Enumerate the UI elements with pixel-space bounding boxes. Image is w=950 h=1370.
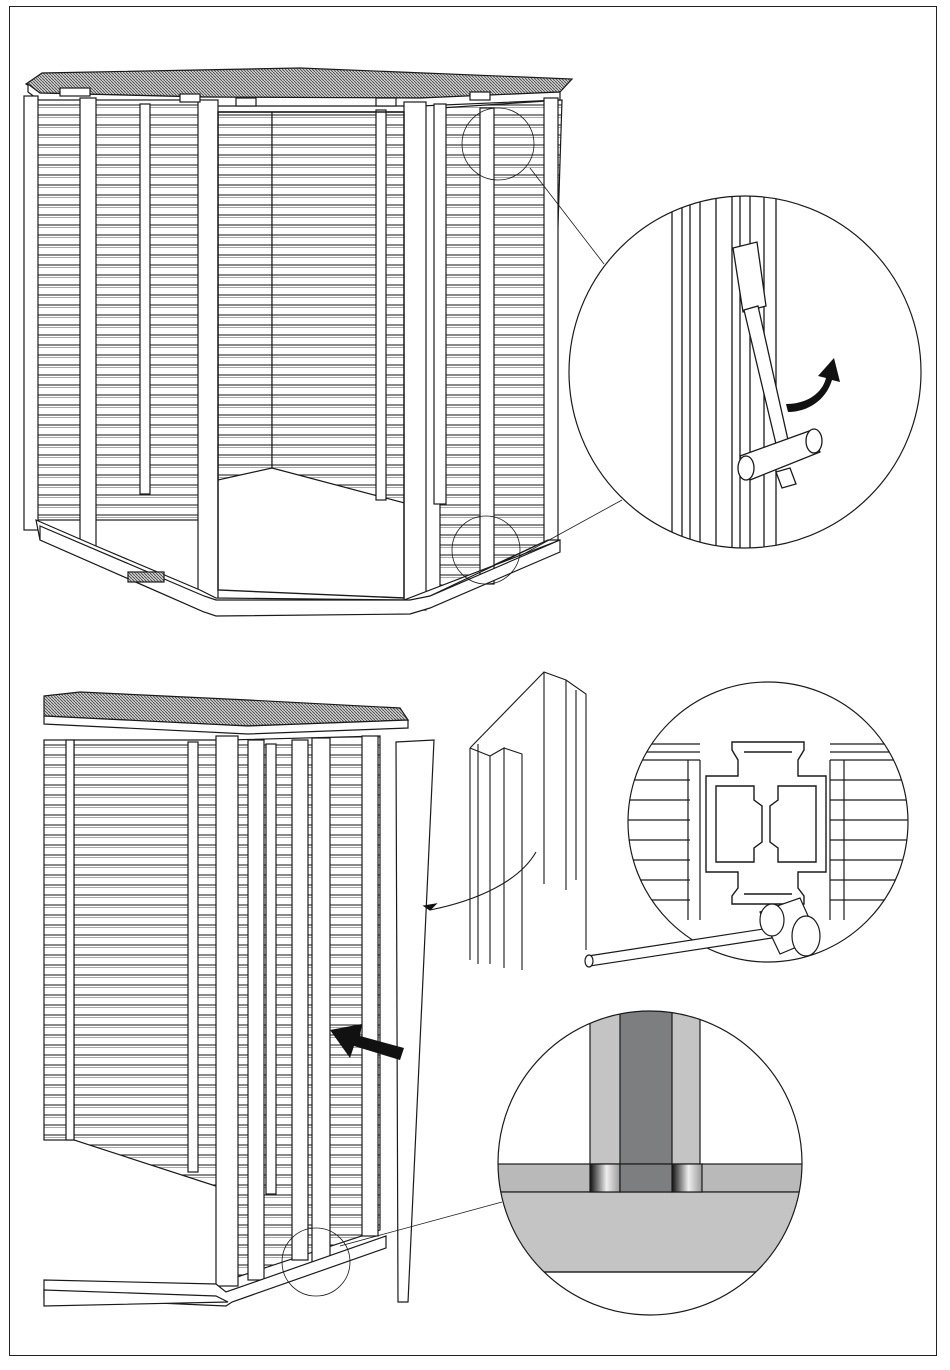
back-wall-2 — [74, 740, 228, 1190]
detail-upper-post — [569, 190, 921, 560]
profile-perspective — [424, 672, 586, 970]
loose-profile — [396, 740, 434, 1302]
detail-profile-section — [585, 682, 912, 967]
left-wall — [30, 100, 200, 520]
detail-base-joint — [496, 1010, 806, 1315]
back-wall — [218, 112, 272, 480]
shed-step-1 — [24, 68, 622, 616]
shed-step-2 — [44, 672, 586, 1306]
